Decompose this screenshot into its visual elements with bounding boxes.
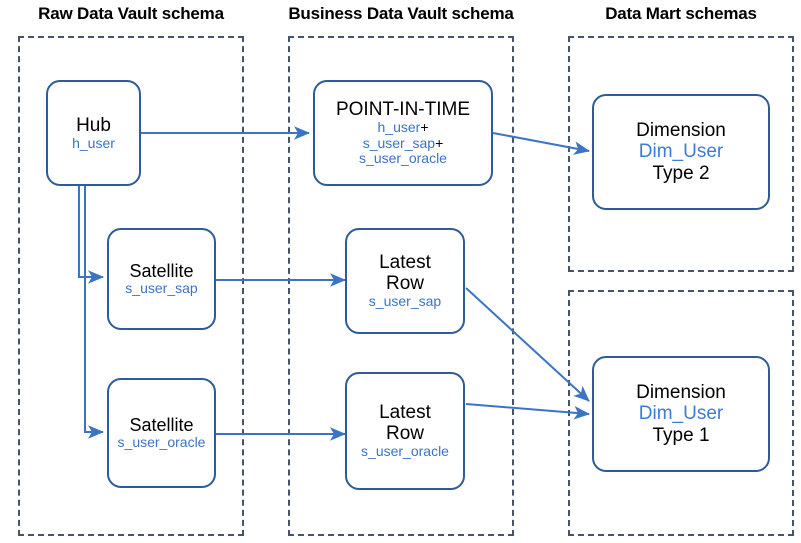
- schema-zone-data-mart-type2: [568, 36, 794, 272]
- schema-zone-raw-data-vault: [18, 36, 244, 536]
- node-dimension-type2-name: Dim_User: [638, 141, 724, 163]
- node-satellite-sap-title: Satellite: [129, 261, 194, 282]
- node-satellite-sap-subtitle: s_user_sap: [125, 280, 198, 297]
- column-title-raw-data-vault: Raw Data Vault schema: [38, 4, 224, 23]
- node-dimension-type2[interactable]: Dimension Dim_User Type 2: [592, 94, 770, 210]
- node-dimension-type2-title: Dimension: [636, 120, 726, 142]
- node-latest-row-sap-line2: Row: [385, 273, 424, 295]
- node-latest-row-sap-line1: Latest: [379, 251, 431, 273]
- node-satellite-oracle-title: Satellite: [129, 415, 194, 436]
- node-latest-row-oracle-subtitle: s_user_oracle: [361, 443, 449, 460]
- node-pit-line3: s_user_oracle: [359, 150, 447, 167]
- node-pit-line2-table: s_user_sap: [362, 134, 436, 151]
- node-latest-row-oracle[interactable]: Latest Row s_user_oracle: [345, 372, 465, 490]
- node-pit-line1: h_user+: [377, 119, 429, 136]
- node-latest-row-oracle-line1: Latest: [379, 401, 431, 423]
- column-title-business-data-vault: Business Data Vault schema: [288, 4, 514, 23]
- node-dimension-type1-title: Dimension: [636, 382, 726, 404]
- node-hub-title: Hub: [76, 114, 111, 136]
- node-satellite-oracle-subtitle: s_user_oracle: [117, 434, 206, 451]
- column-title-data-mart: Data Mart schemas: [605, 4, 757, 23]
- node-latest-row-sap[interactable]: Latest Row s_user_sap: [345, 228, 465, 334]
- node-satellite-oracle[interactable]: Satellite s_user_oracle: [107, 378, 216, 488]
- node-latest-row-oracle-line2: Row: [385, 423, 424, 445]
- node-dimension-type2-type: Type 2: [652, 162, 710, 184]
- node-dimension-type1-type: Type 1: [652, 424, 710, 446]
- schema-zone-business-data-vault: [288, 36, 514, 536]
- node-dimension-type1[interactable]: Dimension Dim_User Type 1: [592, 356, 770, 472]
- node-hub[interactable]: Hub h_user: [46, 80, 141, 186]
- node-hub-subtitle: h_user: [72, 134, 115, 151]
- node-pit-plus2: +: [435, 134, 444, 151]
- node-pit-title: POINT-IN-TIME: [335, 98, 471, 120]
- node-point-in-time[interactable]: POINT-IN-TIME h_user+ s_user_sap+ s_user…: [313, 80, 493, 186]
- node-pit-line1-table: h_user: [377, 119, 421, 136]
- node-dimension-type1-name: Dim_User: [638, 403, 724, 425]
- node-pit-plus1: +: [420, 119, 429, 136]
- node-latest-row-sap-subtitle: s_user_sap: [368, 293, 442, 310]
- node-satellite-sap[interactable]: Satellite s_user_sap: [107, 228, 216, 330]
- node-pit-line2: s_user_sap+: [362, 134, 444, 152]
